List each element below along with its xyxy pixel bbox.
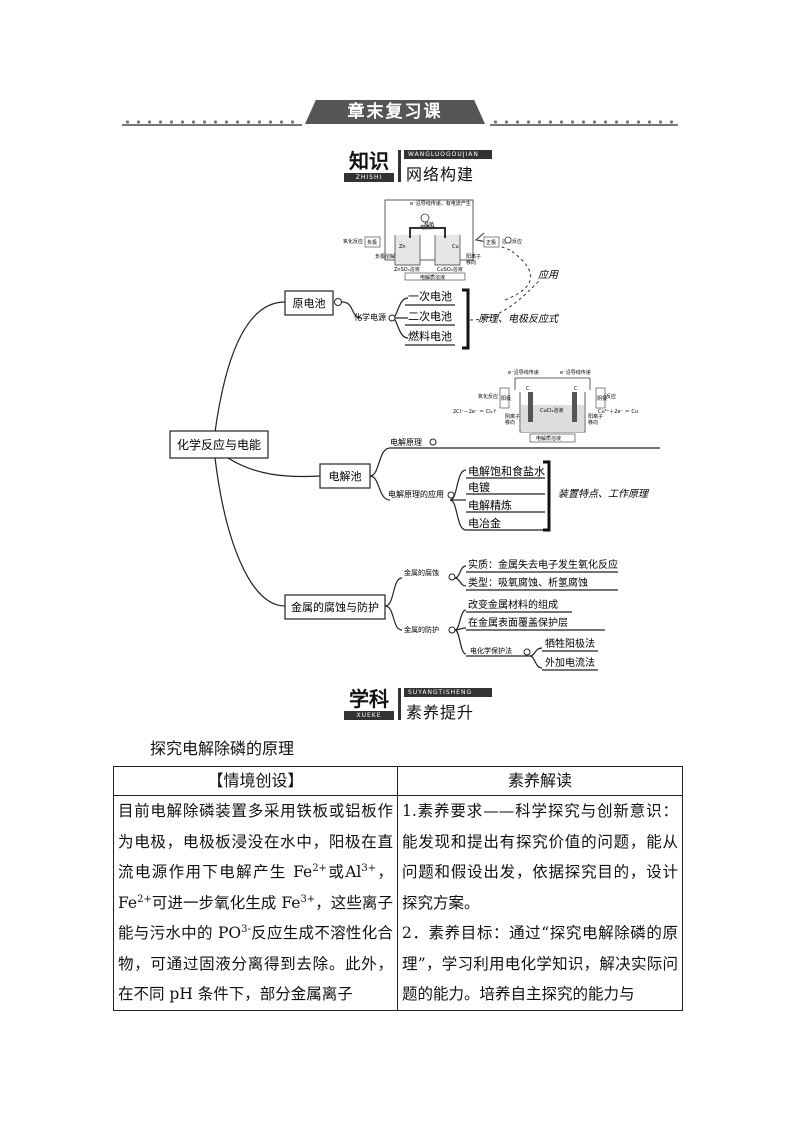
svg-text:电解质溶液: 电解质溶液: [536, 435, 561, 442]
svg-text:氧化反应: 氧化反应: [343, 238, 363, 245]
b3-protection-item-0: 改变金属材料的组成: [468, 598, 558, 611]
table-header-scenario: 【情境创设】: [113, 766, 398, 796]
apply-dashed-arrow: [504, 249, 532, 301]
svg-text:C: C: [526, 386, 530, 392]
b3-electro: 电化学保护法: [470, 646, 512, 655]
b1-item-0: 一次电池: [408, 289, 452, 303]
b1-sub-label: 化学电源: [354, 312, 386, 322]
badge-big-text: 学科: [349, 687, 389, 711]
edge-root-b1: [214, 301, 286, 433]
interpretation-para-1: 1.素养要求——科学探究与创新意识：能发现和提出有探究价值的问题，能从问题和假设…: [402, 802, 678, 912]
b1-box: [284, 290, 334, 316]
badge-chinese: 素养提升: [406, 703, 475, 722]
badge-bar: [398, 688, 401, 720]
svg-text:盐桥: 盐桥: [424, 221, 434, 228]
b3-electro-item-0: 牺牲阳极法: [545, 637, 595, 650]
badge-pinyin: ZHISHI: [344, 173, 394, 182]
galvanic-cell-diagram: e⁻沿导线传递，有电流产生 电流计 负极 氧化反应 正极 还原反应 盐桥 Zn …: [343, 199, 522, 281]
b2-bracket: [543, 460, 551, 532]
b1-bracket: [462, 288, 470, 350]
b1-note: 原理、电极反应式: [478, 313, 560, 325]
edge-root-b2: [227, 457, 321, 478]
b2-item-2: 电解精炼: [468, 498, 512, 512]
b2-note: 装置特点、工作原理: [558, 488, 650, 500]
header-dots-right: [490, 118, 678, 126]
b1-item-2: 燃料电池: [408, 329, 452, 343]
svg-text:移向: 移向: [505, 419, 515, 426]
b3-protection-item-1: 在金属表面覆盖保护层: [468, 616, 568, 629]
edge-root-b3: [214, 457, 286, 607]
svg-text:Cu²⁺＋2e⁻ ＝ Cu: Cu²⁺＋2e⁻ ＝ Cu: [598, 409, 638, 415]
electrolytic-cell-diagram: e⁻沿导线传递 e⁻沿导线传递 氧化反应 还原反应 2Cl⁻－2e⁻ ＝ Cl₂…: [453, 369, 638, 443]
b2-principle: 电解原理: [390, 437, 422, 447]
svg-text:阳极: 阳极: [501, 395, 511, 402]
scenario-cell: 目前电解除磷装置多采用铁板或铝板作为电极，电极板浸没在水中，阳极在直流电源作用下…: [113, 795, 398, 1011]
svg-text:电解质溶液: 电解质溶液: [420, 274, 445, 281]
svg-text:阳离子: 阳离子: [466, 253, 481, 260]
interpretation-cell: 1.素养要求——科学探究与创新意识：能发现和提出有探究价值的问题，能从问题和假设…: [397, 795, 683, 1011]
badge-pinyin: XUEKE: [344, 711, 394, 720]
svg-text:阴离子: 阴离子: [505, 413, 520, 420]
svg-text:2Cl⁻－2e⁻ ＝ Cl₂↑: 2Cl⁻－2e⁻ ＝ Cl₂↑: [453, 409, 497, 415]
svg-text:负极: 负极: [367, 239, 377, 246]
root-label: 化学反应与电能: [177, 437, 261, 452]
svg-text:e⁻沿导线传递: e⁻沿导线传递: [560, 369, 591, 376]
svg-text:Cu: Cu: [452, 244, 459, 250]
svg-text:e⁻沿导线传递，有电流产生: e⁻沿导线传递，有电流产生: [410, 200, 471, 207]
svg-text:阳离子: 阳离子: [588, 413, 603, 420]
svg-text:CuSO₄溶液: CuSO₄溶液: [437, 266, 463, 273]
apply-label: 应用: [538, 269, 559, 281]
table-header-interpretation: 素养解读: [397, 766, 683, 796]
svg-text:C: C: [574, 386, 578, 392]
b3-protection: 金属的防护: [404, 625, 439, 634]
edge-b1-sub: [341, 301, 363, 319]
svg-text:移向: 移向: [588, 419, 598, 426]
badge-chinese: 网络构建: [406, 165, 475, 184]
b1-label: 原电池: [293, 297, 326, 310]
b2-item-0: 电解饱和食盐水: [468, 464, 545, 478]
svg-text:阴极: 阴极: [597, 395, 607, 402]
mind-map: 化学反应与电能 原电池 化学电源 一次电池 二次电池 燃料电池 原理、电极反应式…: [169, 199, 660, 671]
b2-apps-label: 电解原理的应用: [388, 489, 444, 499]
svg-text:CuCl₂溶液: CuCl₂溶液: [540, 407, 564, 414]
svg-text:Zn: Zn: [399, 244, 406, 250]
b3-corrosion-item-1: 类型：吸氧腐蚀、析氢腐蚀: [468, 576, 588, 589]
b3-box: [284, 594, 386, 620]
literacy-table: 【情境创设】 素养解读 目前电解除磷装置多采用铁板或铝板作为电极，电极板浸没在水…: [113, 766, 683, 1011]
chapter-title: 章末复习课: [305, 100, 485, 124]
discipline-literacy-badge: 学科 XUEKE SUYANGTISHENG 素养提升: [340, 687, 492, 724]
svg-text:e⁻沿导线传递: e⁻沿导线传递: [508, 369, 539, 376]
svg-text:负极溶解: 负极溶解: [375, 253, 395, 260]
badge-big-text: 知识: [349, 149, 389, 173]
b2-label: 电解池: [329, 469, 362, 483]
b3-label: 金属的腐蚀与防护: [291, 600, 379, 614]
b3-corrosion-item-0: 实质：金属失去电子发生氧化反应: [468, 558, 618, 571]
section-heading: 探究电解除磷的原理: [150, 739, 295, 758]
header-dots-left: [122, 118, 302, 126]
interpretation-para-2: 2．素养目标：通过“探究电解除磷的原理”，学习利用电化学知识，解决实际问题的能力…: [402, 924, 678, 1003]
badge-english: WANGLUOGOUJIAN: [404, 150, 492, 159]
svg-text:还原反应: 还原反应: [502, 238, 522, 245]
svg-text:正极: 正极: [486, 239, 496, 246]
scenario-text: 目前电解除磷装置多采用铁板或铝板作为电极，电极板浸没在水中，阳极在直流电源作用下…: [118, 802, 393, 1003]
knowledge-network-badge: 知识 ZHISHI WANGLUOGOUJIAN 网络构建: [340, 149, 492, 186]
b3-electro-item-1: 外加电流法: [545, 656, 595, 669]
b1-collapse-dot: [334, 298, 342, 306]
svg-text:氧化反应: 氧化反应: [478, 393, 498, 400]
b3-corrosion: 金属的腐蚀: [404, 568, 439, 577]
badge-bar: [398, 150, 401, 182]
header-rule-right: [490, 124, 678, 126]
svg-text:移向: 移向: [466, 259, 476, 266]
root-box: [169, 430, 269, 459]
badge-english: SUYANGTISHENG: [404, 688, 492, 697]
b2-box: [319, 463, 371, 489]
svg-text:还原反应: 还原反应: [596, 393, 616, 400]
b1-item-1: 二次电池: [408, 309, 452, 323]
b2-item-1: 电镀: [468, 480, 490, 494]
header-rule-left: [122, 124, 302, 126]
svg-text:ZnSO₄溶液: ZnSO₄溶液: [394, 266, 420, 273]
b2-item-3: 电冶金: [468, 516, 501, 530]
